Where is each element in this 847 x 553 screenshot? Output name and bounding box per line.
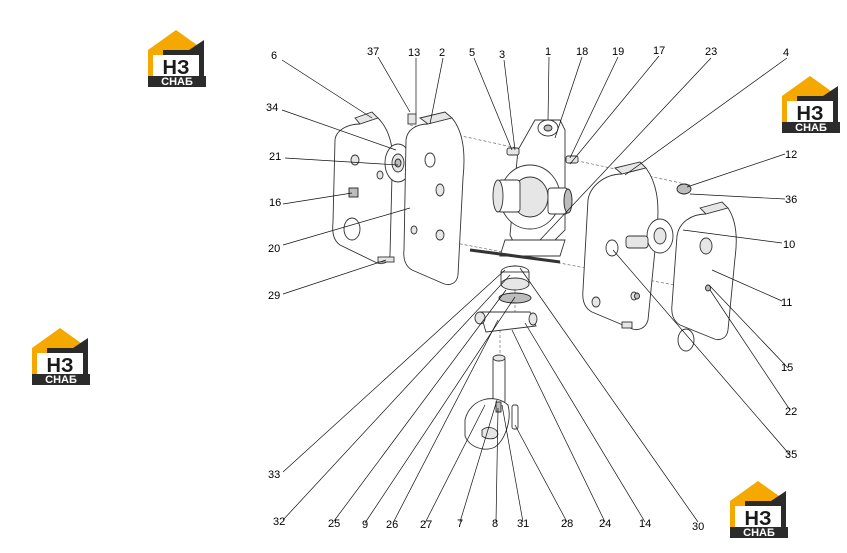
callout-12: 12 — [785, 149, 797, 161]
callout-33: 33 — [268, 469, 280, 481]
callout-34: 34 — [266, 102, 278, 114]
brand-logo-top-right: НЗ СНАБ — [782, 76, 840, 134]
brand-logo-mid-left: НЗ СНАБ — [32, 328, 90, 386]
left-outer-plate — [332, 111, 394, 265]
callout-22: 22 — [785, 406, 797, 418]
callout-1: 1 — [545, 46, 551, 58]
logo-mark: НЗ — [745, 508, 772, 530]
callout-2: 2 — [439, 47, 445, 59]
callout-37: 37 — [367, 46, 379, 58]
logo-word: СНАБ — [743, 527, 775, 539]
callout-15: 15 — [781, 362, 793, 374]
right-outer-plate — [671, 201, 737, 352]
callout-27: 27 — [420, 519, 432, 531]
callout-24: 24 — [599, 518, 611, 530]
callout-16: 16 — [269, 197, 281, 209]
left-inner-plate — [403, 111, 465, 286]
callout-7: 7 — [457, 518, 463, 530]
logo-mark: НЗ — [47, 355, 74, 377]
logo-mark: НЗ — [797, 103, 824, 125]
callout-26: 26 — [386, 519, 398, 531]
callout-labels: 6 37 13 2 5 3 1 18 19 17 23 4 34 21 16 2… — [266, 45, 797, 533]
small-hardware — [377, 113, 692, 329]
leader-lines — [281, 55, 791, 524]
callout-21: 21 — [269, 151, 281, 163]
brand-logo-bottom-right: НЗ СНАБ — [730, 481, 788, 539]
right-bearing-flange — [625, 218, 674, 254]
logo-word: СНАБ — [161, 76, 193, 88]
callout-20: 20 — [268, 243, 280, 255]
callout-6: 6 — [271, 50, 277, 62]
logo-word: СНАБ — [795, 122, 827, 134]
callout-31: 31 — [517, 518, 529, 530]
brand-logo-top-left: НЗ СНАБ — [148, 30, 206, 88]
callout-13: 13 — [408, 47, 420, 59]
swivel-joint — [474, 265, 538, 333]
logo-word: СНАБ — [45, 374, 77, 386]
callout-9: 9 — [362, 519, 368, 531]
callout-29: 29 — [268, 290, 280, 302]
callout-32: 32 — [273, 516, 285, 528]
callout-8: 8 — [492, 518, 498, 530]
callout-25: 25 — [328, 518, 340, 530]
callout-10: 10 — [783, 239, 795, 251]
callout-18: 18 — [576, 46, 588, 58]
callout-4: 4 — [783, 47, 789, 59]
callout-5: 5 — [469, 47, 475, 59]
callout-17: 17 — [653, 45, 665, 57]
logo-mark: НЗ — [163, 57, 190, 79]
callout-11: 11 — [781, 297, 792, 309]
callout-28: 28 — [561, 518, 573, 530]
callout-19: 19 — [612, 46, 624, 58]
callout-35: 35 — [785, 449, 797, 461]
callout-23: 23 — [705, 46, 717, 58]
center-motor-assembly — [469, 119, 579, 264]
callout-3: 3 — [499, 49, 505, 61]
callout-14: 14 — [639, 518, 651, 530]
callout-30: 30 — [692, 521, 704, 533]
callout-36: 36 — [785, 194, 797, 206]
